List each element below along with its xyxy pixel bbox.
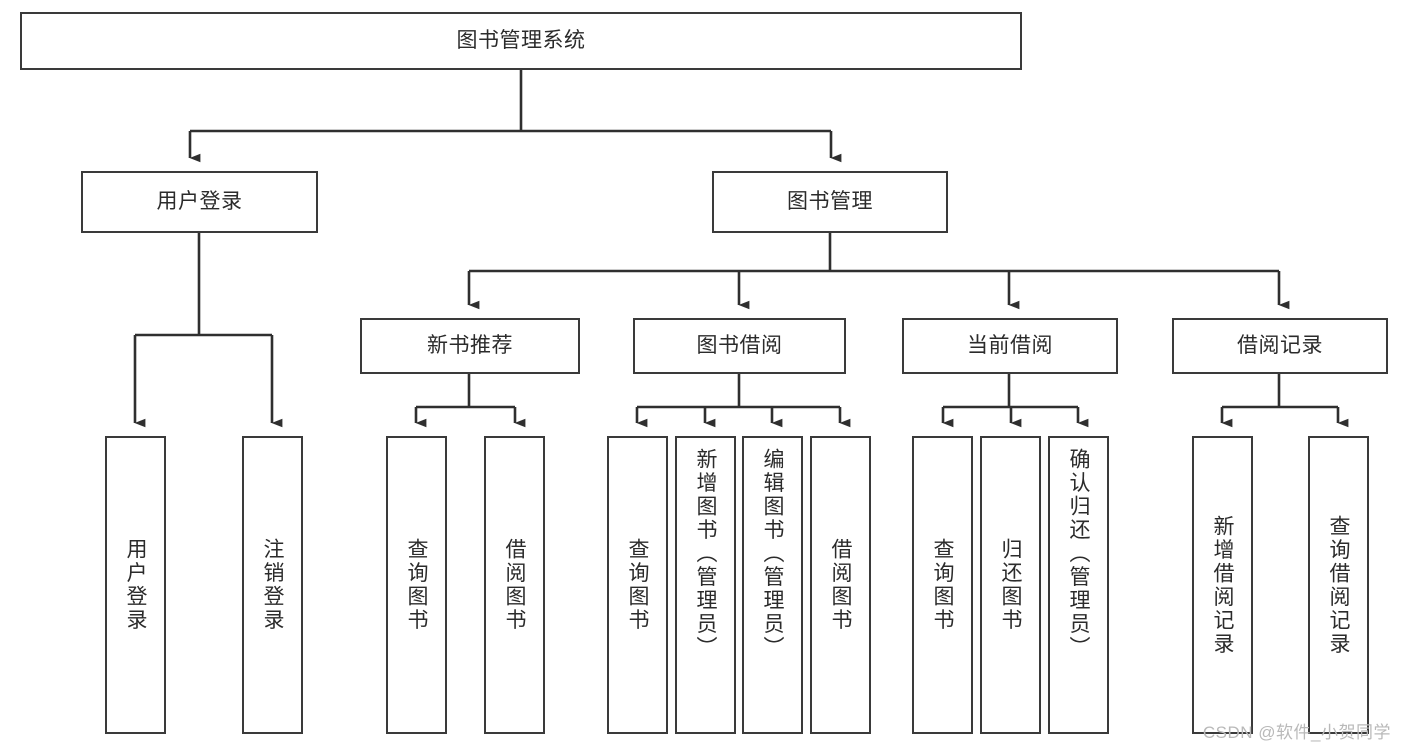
leaf-edit-book-admin-label: 编辑图书（管理员） xyxy=(761,448,784,660)
leaf-borrow-book-recommend-label: 借阅图书 xyxy=(503,538,526,632)
leaf-add-book-admin[interactable]: 新增图书（管理员） xyxy=(675,436,736,734)
leaf-return-book[interactable]: 归还图书 xyxy=(980,436,1041,734)
node-borrow-records-label: 借阅记录 xyxy=(1237,333,1323,357)
node-new-book-recommend[interactable]: 新书推荐 xyxy=(360,318,580,374)
node-book-management-label: 图书管理 xyxy=(787,189,873,213)
leaf-add-borrow-record[interactable]: 新增借阅记录 xyxy=(1192,436,1253,734)
leaf-query-book-recommend[interactable]: 查询图书 xyxy=(386,436,447,734)
leaf-borrow-book[interactable]: 借阅图书 xyxy=(810,436,871,734)
node-user-login-label: 用户登录 xyxy=(156,189,243,213)
leaf-query-borrow-record[interactable]: 查询借阅记录 xyxy=(1308,436,1369,734)
node-user-login[interactable]: 用户登录 xyxy=(81,171,318,233)
node-root[interactable]: 图书管理系统 xyxy=(20,12,1022,70)
node-book-borrow[interactable]: 图书借阅 xyxy=(633,318,846,374)
leaf-logout[interactable]: 注销登录 xyxy=(242,436,303,734)
leaf-query-book-current[interactable]: 查询图书 xyxy=(912,436,973,734)
leaf-borrow-book-recommend[interactable]: 借阅图书 xyxy=(484,436,545,734)
leaf-user-login[interactable]: 用户登录 xyxy=(105,436,166,734)
leaf-add-book-admin-label: 新增图书（管理员） xyxy=(694,448,717,660)
leaf-edit-book-admin[interactable]: 编辑图书（管理员） xyxy=(742,436,803,734)
leaf-query-book-borrow-label: 查询图书 xyxy=(626,538,649,632)
leaf-return-book-label: 归还图书 xyxy=(999,538,1022,632)
node-current-borrow-label: 当前借阅 xyxy=(967,333,1053,357)
leaf-confirm-return-admin[interactable]: 确认归还（管理员） xyxy=(1048,436,1109,734)
leaf-query-book-recommend-label: 查询图书 xyxy=(405,538,428,632)
leaf-add-borrow-record-label: 新增借阅记录 xyxy=(1211,514,1234,656)
node-root-label: 图书管理系统 xyxy=(456,28,586,52)
leaf-query-book-borrow[interactable]: 查询图书 xyxy=(607,436,668,734)
leaf-confirm-return-admin-label: 确认归还（管理员） xyxy=(1067,448,1090,660)
leaf-logout-label: 注销登录 xyxy=(261,538,284,632)
node-current-borrow[interactable]: 当前借阅 xyxy=(902,318,1118,374)
leaf-user-login-label: 用户登录 xyxy=(124,538,147,632)
node-book-management[interactable]: 图书管理 xyxy=(712,171,948,233)
leaf-borrow-book-label: 借阅图书 xyxy=(829,538,852,632)
leaf-query-borrow-record-label: 查询借阅记录 xyxy=(1327,514,1350,656)
leaf-query-book-current-label: 查询图书 xyxy=(931,538,954,632)
node-new-book-recommend-label: 新书推荐 xyxy=(427,333,513,357)
node-borrow-records[interactable]: 借阅记录 xyxy=(1172,318,1388,374)
node-book-borrow-label: 图书借阅 xyxy=(696,333,783,357)
